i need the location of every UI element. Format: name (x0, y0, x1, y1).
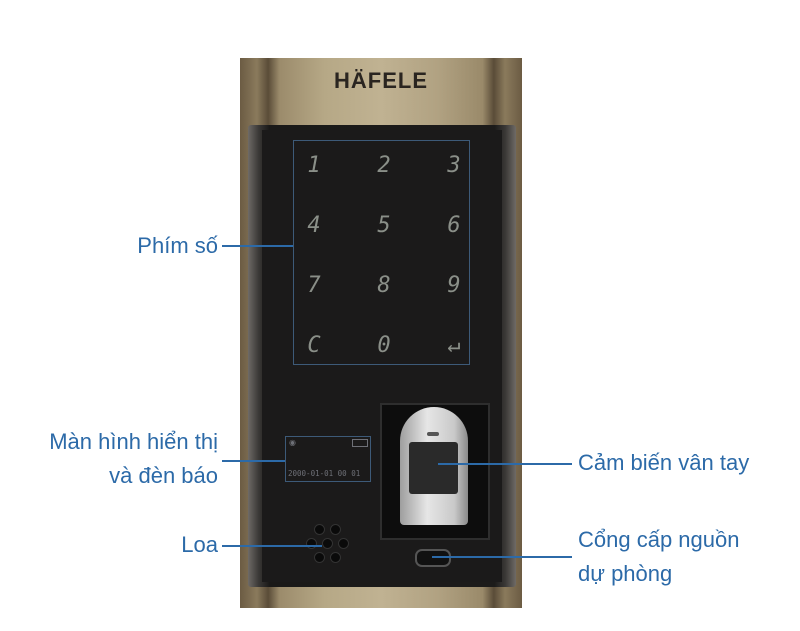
label-power-port: Cổng cấp nguồn dự phòng (578, 523, 739, 591)
leader-line-fingerprint (438, 463, 572, 465)
leader-line-power-port (432, 556, 572, 558)
brand-logo: HÄFELE (334, 68, 428, 93)
keypad-key[interactable]: 1 (307, 153, 321, 178)
label-keypad: Phím số (137, 233, 218, 258)
leader-line-speaker (222, 545, 322, 547)
keypad-key[interactable]: 0 (377, 333, 391, 358)
label-power-line1: Cổng cấp nguồn (578, 527, 740, 552)
label-display-line1: Màn hình hiển thị (49, 429, 218, 454)
keypad-key[interactable]: 7 (307, 273, 321, 298)
fingerprint-sensor[interactable] (409, 442, 458, 494)
label-power-line2: dự phòng (578, 561, 673, 586)
keypad-key[interactable]: ↵ (447, 333, 461, 358)
keypad-key[interactable]: 8 (377, 273, 391, 298)
label-display-line2: và đèn báo (109, 463, 218, 488)
label-display: Màn hình hiển thị và đèn báo (49, 425, 218, 493)
keypad-key[interactable]: 9 (447, 273, 461, 298)
leader-line-keypad (222, 245, 293, 247)
keypad-key[interactable]: 3 (447, 153, 461, 178)
fingerprint-led (427, 432, 439, 436)
leader-line-display (222, 460, 285, 462)
keypad-key[interactable]: 4 (307, 213, 321, 238)
keypad-key[interactable]: 6 (447, 213, 461, 238)
keypad-key[interactable]: 2 (377, 153, 391, 178)
speaker-status-icon: ◉ (289, 438, 296, 447)
display-datetime: 2000-01-01 00 01 (288, 469, 361, 478)
keypad-key[interactable]: 5 (377, 213, 391, 238)
battery-icon (352, 439, 368, 447)
label-speaker: Loa (181, 532, 218, 557)
label-fingerprint: Cảm biến vân tay (578, 450, 750, 475)
status-display (285, 436, 371, 482)
keypad-key[interactable]: C (307, 333, 321, 358)
usb-power-port (415, 549, 451, 567)
speaker-grille (306, 524, 352, 564)
